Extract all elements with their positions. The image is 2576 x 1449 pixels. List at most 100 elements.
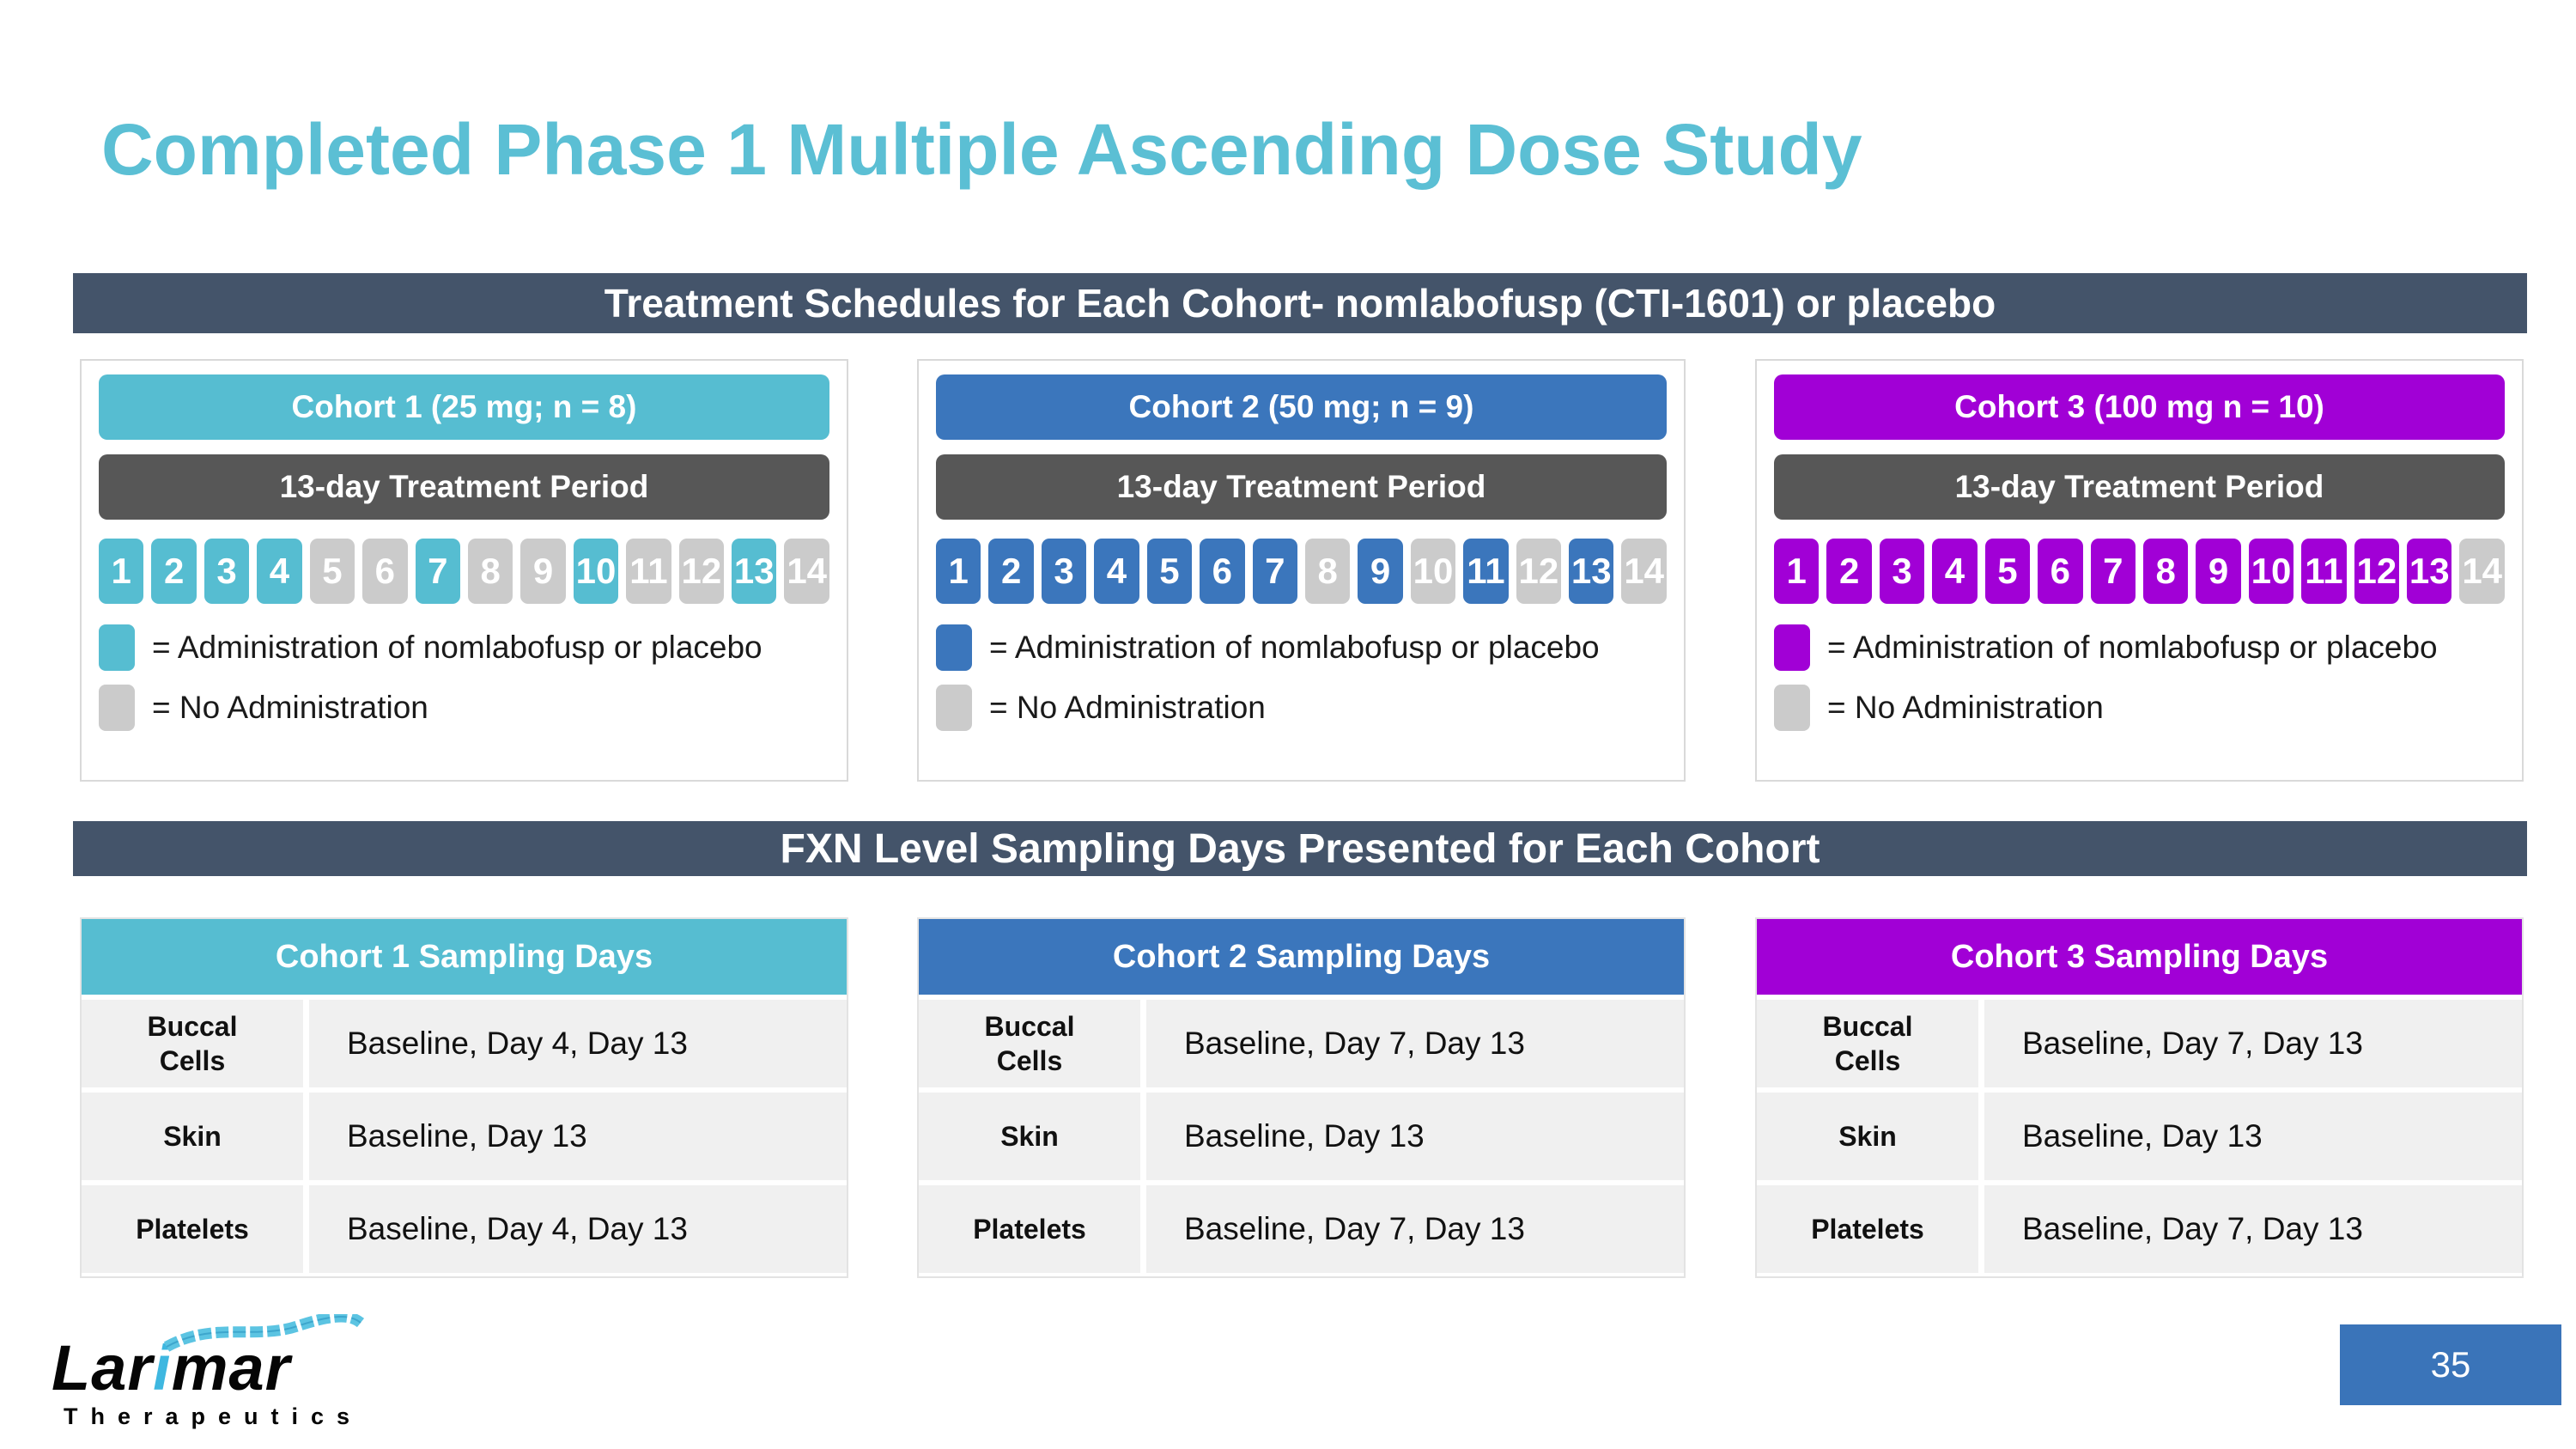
day-cell-5: 5 (1984, 539, 2031, 604)
day-cell-14: 14 (784, 539, 829, 604)
cohort-2-header: Cohort 2 (50 mg; n = 9) (936, 374, 1667, 440)
no-administration-swatch-icon (936, 685, 972, 731)
cohort-2-legend-none: = No Administration (936, 685, 1667, 731)
day-cell-4: 4 (1094, 539, 1139, 604)
cohort-2-legend-admin: = Administration of nomlabofusp or place… (936, 624, 1667, 671)
cohort-3-header: Cohort 3 (100 mg n = 10) (1774, 374, 2505, 440)
day-cell-5: 5 (309, 539, 355, 604)
legend-admin-label: = Administration of nomlabofusp or place… (1827, 630, 2438, 665)
day-cell-10: 10 (2248, 539, 2294, 604)
table-row: Platelets Baseline, Day 7, Day 13 (919, 1185, 1684, 1273)
day-cell-6: 6 (362, 539, 408, 604)
cohort-1-sampling-header: Cohort 1 Sampling Days (82, 919, 847, 995)
row-label-buccal-cells: Buccal Cells (919, 1000, 1140, 1087)
day-cell-11: 11 (1463, 539, 1509, 604)
day-cell-9: 9 (2196, 539, 2241, 604)
cohort-2-sampling-header: Cohort 2 Sampling Days (919, 919, 1684, 995)
cohort-3-sampling-header: Cohort 3 Sampling Days (1757, 919, 2522, 995)
cohort-1-treatment-period: 13-day Treatment Period (99, 454, 829, 520)
row-value: Baseline, Day 4, Day 13 (309, 1185, 847, 1273)
day-cell-2: 2 (988, 539, 1034, 604)
legend-none-label: = No Administration (152, 690, 428, 725)
day-cell-8: 8 (2142, 539, 2189, 604)
day-cell-7: 7 (415, 539, 460, 604)
day-cell-6: 6 (1200, 539, 1245, 604)
day-cell-2: 2 (151, 539, 197, 604)
day-cell-12: 12 (1516, 539, 1562, 604)
table-row: Buccal Cells Baseline, Day 7, Day 13 (919, 1000, 1684, 1087)
day-cell-5: 5 (1146, 539, 1193, 604)
administration-swatch-icon (99, 624, 135, 671)
row-label-buccal-cells: Buccal Cells (82, 1000, 303, 1087)
page-title: Completed Phase 1 Multiple Ascending Dos… (101, 109, 1862, 190)
cohort-3-legend-admin: = Administration of nomlabofusp or place… (1774, 624, 2505, 671)
table-row: Platelets Baseline, Day 7, Day 13 (1757, 1185, 2522, 1273)
row-label-platelets: Platelets (919, 1185, 1140, 1273)
dna-helix-icon (163, 1314, 365, 1352)
cohort-1-legend-admin: = Administration of nomlabofusp or place… (99, 624, 829, 671)
row-value: Baseline, Day 13 (309, 1093, 847, 1180)
day-cell-11: 11 (2301, 539, 2347, 604)
cohort-3-treatment-period: 13-day Treatment Period (1774, 454, 2505, 520)
row-value: Baseline, Day 7, Day 13 (1984, 1185, 2522, 1273)
day-cell-13: 13 (732, 539, 777, 604)
cohort-1-legend-none: = No Administration (99, 685, 829, 731)
day-cell-7: 7 (2090, 539, 2136, 604)
row-label-platelets: Platelets (82, 1185, 303, 1273)
cohort-3-panel: Cohort 3 (100 mg n = 10) 13-day Treatmen… (1755, 359, 2524, 782)
row-value: Baseline, Day 7, Day 13 (1984, 1000, 2522, 1087)
day-cell-3: 3 (204, 539, 250, 604)
row-label-skin: Skin (1757, 1093, 1978, 1180)
day-cell-1: 1 (936, 539, 981, 604)
row-value: Baseline, Day 13 (1146, 1093, 1684, 1180)
no-administration-swatch-icon (99, 685, 135, 731)
day-cell-10: 10 (573, 539, 619, 604)
day-cell-14: 14 (1621, 539, 1667, 604)
cohort-1-header: Cohort 1 (25 mg; n = 8) (99, 374, 829, 440)
day-cell-3: 3 (1879, 539, 1925, 604)
day-cell-4: 4 (1932, 539, 1978, 604)
day-cell-9: 9 (1358, 539, 1403, 604)
legend-none-label: = No Administration (989, 690, 1266, 725)
banner-treatment-schedules: Treatment Schedules for Each Cohort- nom… (73, 273, 2527, 333)
day-cell-13: 13 (1569, 539, 1614, 604)
page-number-badge: 35 (2340, 1324, 2561, 1405)
cohort-2-sampling-table: Cohort 2 Sampling Days Buccal Cells Base… (917, 917, 1686, 1278)
cohort-2-panel: Cohort 2 (50 mg; n = 9) 13-day Treatment… (917, 359, 1686, 782)
larimar-wordmark: Larimar (52, 1314, 365, 1400)
day-cell-14: 14 (2459, 539, 2505, 604)
administration-swatch-icon (936, 624, 972, 671)
cohort-2-treatment-period: 13-day Treatment Period (936, 454, 1667, 520)
day-cell-9: 9 (520, 539, 566, 604)
row-value: Baseline, Day 7, Day 13 (1146, 1000, 1684, 1087)
wordmark-prefix: Lar (52, 1332, 154, 1403)
day-cell-13: 13 (2407, 539, 2452, 604)
wordmark-suffix: mar (171, 1332, 291, 1403)
day-cell-2: 2 (1826, 539, 1872, 604)
administration-swatch-icon (1774, 624, 1810, 671)
row-value: Baseline, Day 7, Day 13 (1146, 1185, 1684, 1273)
cohort-1-panel: Cohort 1 (25 mg; n = 8) 13-day Treatment… (80, 359, 848, 782)
row-label-platelets: Platelets (1757, 1185, 1978, 1273)
day-cell-12: 12 (2354, 539, 2400, 604)
row-label-skin: Skin (919, 1093, 1140, 1180)
day-cell-1: 1 (1774, 539, 1820, 604)
row-label-buccal-cells: Buccal Cells (1757, 1000, 1978, 1087)
page-number: 35 (2430, 1344, 2471, 1385)
legend-none-label: = No Administration (1827, 690, 2104, 725)
table-row: Buccal Cells Baseline, Day 7, Day 13 (1757, 1000, 2522, 1087)
day-cell-1: 1 (99, 539, 144, 604)
table-row: Platelets Baseline, Day 4, Day 13 (82, 1185, 847, 1273)
legend-admin-label: = Administration of nomlabofusp or place… (989, 630, 1600, 665)
day-cell-10: 10 (1410, 539, 1456, 604)
row-label-skin: Skin (82, 1093, 303, 1180)
day-cell-8: 8 (467, 539, 513, 604)
day-cell-6: 6 (2038, 539, 2083, 604)
day-cell-8: 8 (1304, 539, 1351, 604)
wordmark-i: i (153, 1332, 172, 1403)
day-cell-12: 12 (678, 539, 725, 604)
logo-subtitle: Therapeutics (64, 1403, 363, 1429)
